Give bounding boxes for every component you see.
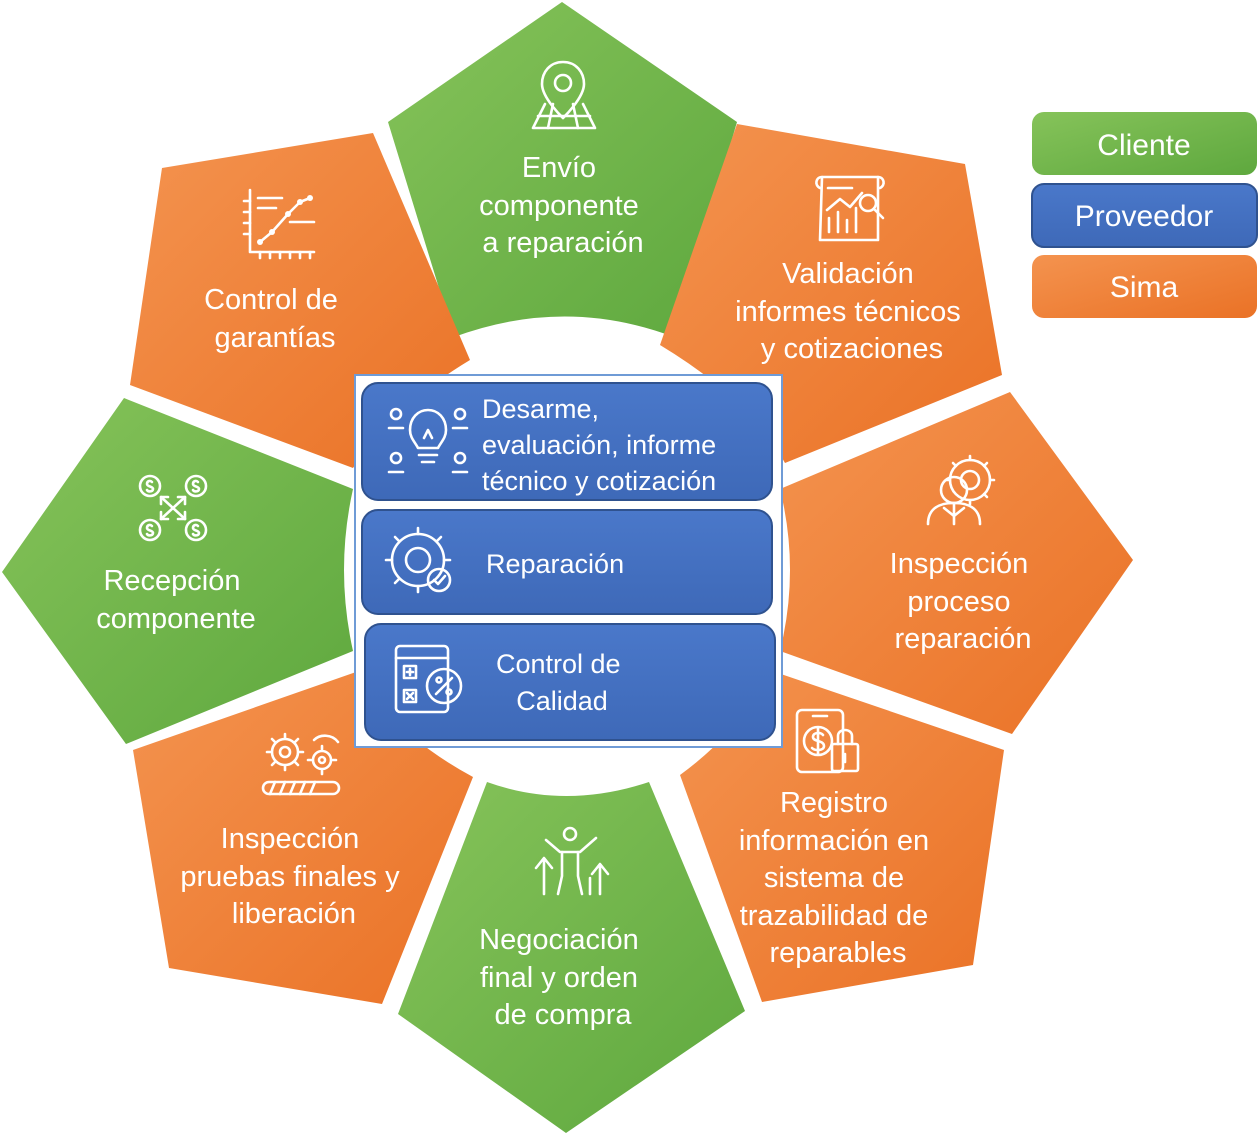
svg-text:Validación informes técn: Validación informes técnicos y cotizacio… [735, 258, 969, 365]
map-pin-icon [531, 60, 597, 130]
svg-text:Inspección proceso: Inspección proceso reparación [890, 548, 1037, 655]
svg-text:Envío componente a: Envío componente a reparación [479, 152, 647, 259]
segment-label-line: proceso [907, 586, 1010, 618]
center-step-line: Desarme, [482, 394, 599, 424]
segment-label-line: pruebas finales y [180, 861, 400, 893]
idea-team-icon [387, 407, 469, 474]
segment-shape [680, 672, 1004, 1002]
svg-text:Reparación: Reparación [486, 549, 624, 579]
segment-label-line: trazabilidad de [740, 900, 929, 932]
gears-progress-icon [261, 732, 341, 796]
report-chart-icon [815, 175, 885, 242]
center-step-line: evaluación, informe [482, 430, 716, 460]
segment-label-line: y cotizaciones [761, 333, 943, 365]
segment-label-line: Control de [204, 284, 338, 316]
segment-label-line: informes técnicos [735, 296, 961, 328]
segment-label-line: reparación [894, 623, 1031, 655]
segment-label-line: Inspección [221, 823, 360, 855]
inspector-gear-icon [926, 454, 996, 526]
center-step-reparacion: Reparación [361, 509, 773, 615]
person-growth-arrows-icon [534, 826, 610, 896]
segment-label-line: liberación [232, 898, 356, 930]
segment-label-line: sistema de [764, 862, 904, 894]
legend: Cliente Proveedor Sima [1031, 112, 1258, 318]
segment-inspeccion-proceso: Inspección proceso reparación [780, 392, 1133, 734]
legend-swatch [1032, 255, 1257, 318]
segment-label-line: componente [96, 603, 256, 635]
segment-label-line: de compra [494, 999, 632, 1031]
center-step-box [361, 509, 773, 615]
legend-item-cliente: Cliente [1032, 112, 1257, 175]
segment-label-line: componente [479, 190, 639, 222]
center-step-line: Reparación [486, 549, 624, 579]
segment-label-line: Negociación [479, 924, 639, 956]
svg-text:Negociación final y orde: Negociación final y orden de compra [479, 924, 647, 1031]
segment-shape [2, 398, 353, 744]
money-exchange-icon [138, 474, 208, 542]
segment-shape [388, 2, 737, 337]
svg-text:Control de garantías: Control de garantías [204, 284, 346, 354]
svg-text:Control de Calidad: Control de Calidad [496, 649, 628, 716]
svg-text:Desarme, evaluación, i: Desarme, evaluación, informe técnico y c… [482, 394, 724, 496]
segment-inspeccion-pruebas: Inspección pruebas finales y liberación [133, 672, 473, 1004]
legend-item-sima: Sima [1032, 255, 1257, 318]
legend-swatch [1032, 112, 1257, 175]
segment-label-line: garantías [215, 322, 336, 354]
center-step-control-calidad: Control de Calidad [364, 623, 776, 741]
legend-swatch [1031, 183, 1258, 248]
segment-envio-componente: Envío componente a reparación [388, 2, 737, 337]
segment-negociacion-final: Negociación final y orden de compra [398, 782, 745, 1133]
center-step-line: Control de [496, 649, 621, 679]
svg-text:Recepción componente: Recepción componente [96, 565, 256, 635]
gear-check-icon [384, 526, 452, 594]
segment-label-line: Envío [522, 152, 596, 184]
segment-shape [398, 782, 745, 1133]
tablet-dollar-lock-icon [795, 708, 860, 774]
segment-label-line: a reparación [482, 227, 643, 259]
svg-text:Inspección pruebas final: Inspección pruebas finales y liberación [180, 823, 407, 930]
center-step-line: técnico y cotización [482, 466, 716, 496]
segment-label-line: Registro [780, 787, 888, 819]
segment-shape [780, 392, 1133, 734]
segment-label-line: Recepción [103, 565, 240, 597]
center-step-line: Calidad [516, 686, 608, 716]
segment-shape [133, 672, 473, 1004]
segment-label-line: información en [739, 825, 929, 857]
calculator-percent-icon [394, 644, 463, 714]
legend-label: Sima [1110, 271, 1179, 304]
center-step-box [364, 623, 776, 741]
segment-label-line: reparables [769, 937, 906, 969]
legend-label: Proveedor [1075, 200, 1213, 233]
legend-item-proveedor: Proveedor [1031, 183, 1258, 248]
segment-registro-informacion: Registro información en sistema de traza… [680, 672, 1004, 1002]
legend-label: Cliente [1097, 129, 1190, 162]
center-step-desarme: Desarme, evaluación, informe técnico y c… [361, 382, 773, 501]
segment-label-line: final y orden [480, 962, 638, 994]
segment-recepcion-componente: Recepción componente [2, 398, 353, 744]
segment-label-line: Validación [782, 258, 914, 290]
line-graph-icon [242, 188, 316, 260]
svg-text:Registro información en: Registro información en sistema de traza… [739, 787, 937, 969]
segment-label-line: Inspección [890, 548, 1029, 580]
center-panel: Desarme, evaluación, informe técnico y c… [354, 374, 783, 748]
